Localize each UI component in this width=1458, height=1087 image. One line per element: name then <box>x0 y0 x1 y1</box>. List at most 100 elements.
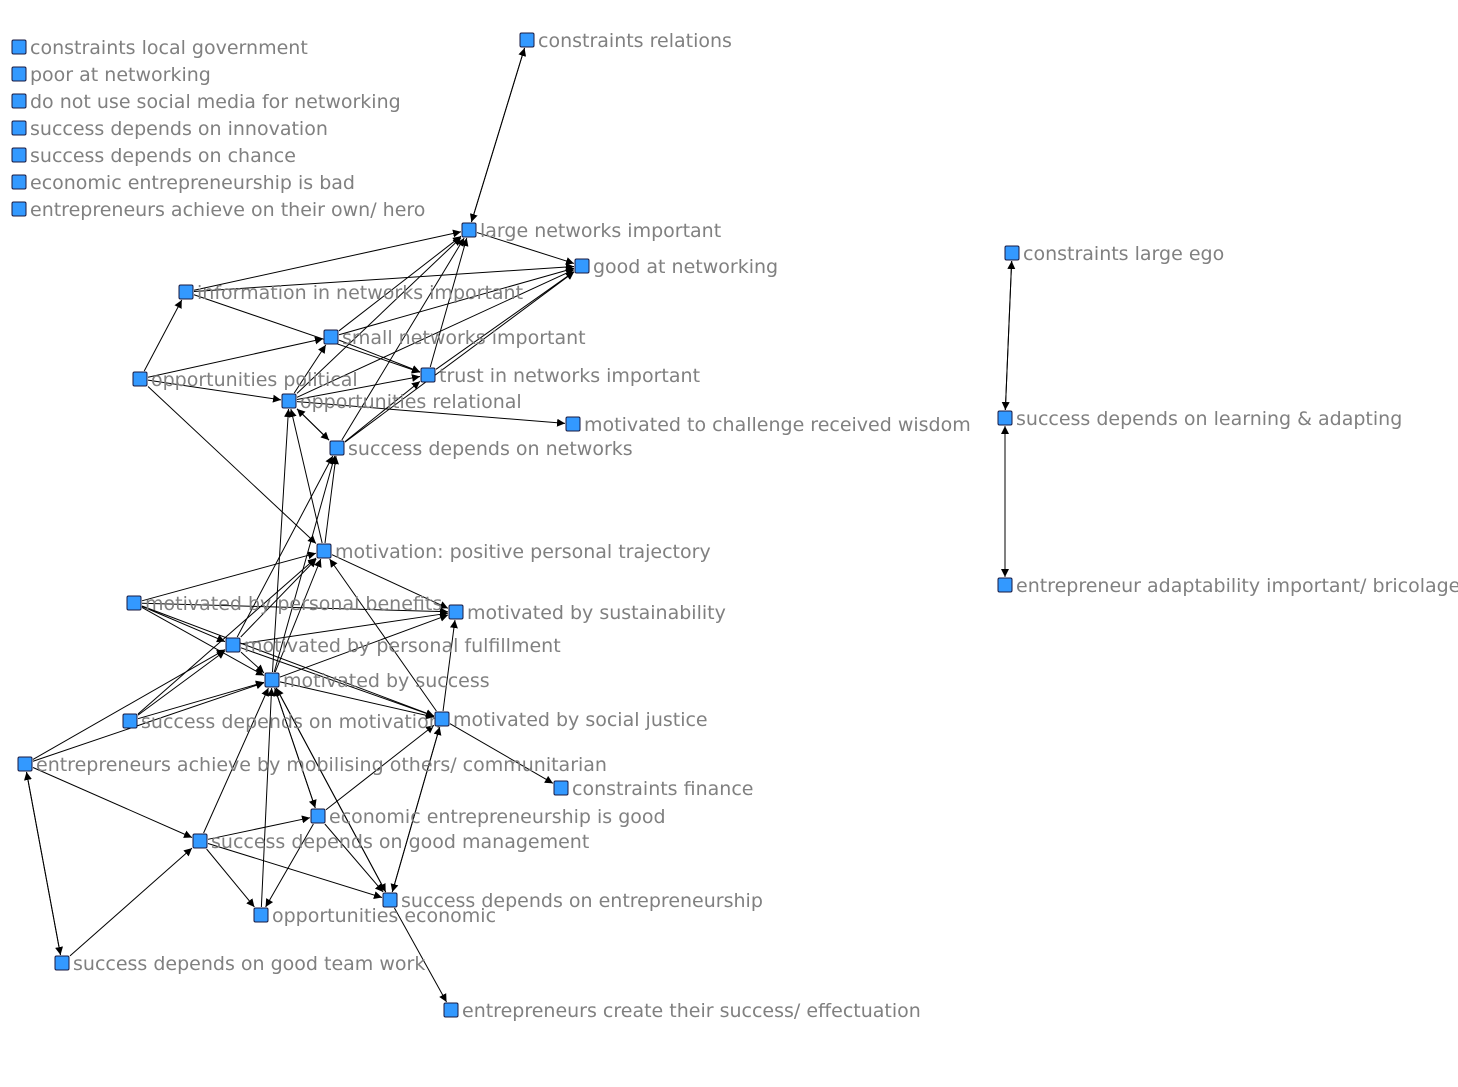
node-square-icon[interactable] <box>323 329 339 345</box>
node-square-icon[interactable] <box>382 892 398 908</box>
node-sde[interactable]: success depends on entrepreneurship <box>382 890 763 912</box>
node-mpt[interactable]: motivation: positive personal trajectory <box>316 541 711 563</box>
node-square-icon[interactable] <box>11 66 27 82</box>
edge-sdn-to-tni <box>344 381 421 442</box>
node-square-icon[interactable] <box>11 201 27 217</box>
node-square-icon[interactable] <box>329 440 345 456</box>
edge-tni-to-lni <box>429 237 469 368</box>
node-square-icon[interactable] <box>11 174 27 190</box>
node-mpf[interactable]: motivated by personal fulfillment <box>225 635 561 657</box>
node-mcr[interactable]: motivated to challenge received wisdom <box>565 414 971 436</box>
node-square-icon[interactable] <box>281 393 297 409</box>
node-gan[interactable]: good at networking <box>574 256 778 278</box>
node-sdi[interactable]: success depends on innovation <box>11 118 328 140</box>
node-sgm[interactable]: success depends on good management <box>192 831 589 853</box>
edge-msj-to-mpt <box>329 558 437 712</box>
node-label: entrepreneur adaptability important/ bri… <box>1016 575 1458 597</box>
node-eeg[interactable]: economic entrepreneurship is good <box>310 806 666 828</box>
node-pan[interactable]: poor at networking <box>11 64 211 86</box>
edge-msj-to-cf <box>449 723 554 784</box>
node-sni[interactable]: small networks important <box>323 327 586 349</box>
node-square-icon[interactable] <box>574 258 590 274</box>
node-square-icon[interactable] <box>11 93 27 109</box>
node-label: success depends on good management <box>211 831 589 853</box>
node-eah[interactable]: entrepreneurs achieve on their own/ hero <box>11 199 425 221</box>
node-square-icon[interactable] <box>553 780 569 796</box>
edge-lni-to-gan <box>476 232 575 265</box>
node-sdn[interactable]: success depends on networks <box>329 438 633 460</box>
node-square-icon[interactable] <box>54 955 70 971</box>
edge-or-to-gan <box>296 269 575 398</box>
node-square-icon[interactable] <box>192 833 208 849</box>
node-square-icon[interactable] <box>420 367 436 383</box>
node-eeb[interactable]: economic entrepreneurship is bad <box>11 172 355 194</box>
node-square-icon[interactable] <box>997 410 1013 426</box>
edge-sla-to-cle <box>1004 260 1016 411</box>
node-mpb[interactable]: motivated by personal benefits <box>126 593 442 615</box>
node-label: constraints local government <box>30 37 308 59</box>
edge-or-to-lni <box>296 237 462 394</box>
node-square-icon[interactable] <box>565 416 581 432</box>
node-square-icon[interactable] <box>264 672 280 688</box>
node-lni[interactable]: large networks important <box>461 220 721 242</box>
node-cf[interactable]: constraints finance <box>553 778 753 800</box>
edge-or-to-mcr <box>296 401 566 427</box>
node-op[interactable]: opportunities political <box>132 369 358 391</box>
node-label: motivated by personal fulfillment <box>244 635 561 657</box>
node-square-icon[interactable] <box>443 1002 459 1018</box>
edge-oe-to-msu <box>260 687 276 908</box>
node-square-icon[interactable] <box>11 39 27 55</box>
node-cle[interactable]: constraints large ego <box>1004 243 1224 265</box>
node-square-icon[interactable] <box>11 147 27 163</box>
edge-mpb-to-msu <box>141 607 265 676</box>
node-square-icon[interactable] <box>11 120 27 136</box>
node-label: opportunities economic <box>272 905 496 927</box>
node-ms[interactable]: motivated by sustainability <box>448 602 726 624</box>
node-ini[interactable]: information in networks important <box>178 282 523 304</box>
edge-mpf-to-msj <box>240 647 435 718</box>
node-sdc[interactable]: success depends on chance <box>11 145 296 167</box>
node-cr[interactable]: constraints relations <box>519 30 732 52</box>
edge-msu-to-msj <box>279 681 435 720</box>
edge-ini-to-lni <box>193 229 462 291</box>
node-clg[interactable]: constraints local government <box>11 37 308 59</box>
node-square-icon[interactable] <box>17 756 33 772</box>
node-square-icon[interactable] <box>225 637 241 653</box>
node-square-icon[interactable] <box>1004 245 1020 261</box>
node-msj[interactable]: motivated by social justice <box>434 709 708 731</box>
node-square-icon[interactable] <box>997 577 1013 593</box>
node-label: success depends on entrepreneurship <box>401 890 763 912</box>
edge-stw-to-sgm <box>69 847 193 957</box>
node-tni[interactable]: trust in networks important <box>420 365 700 387</box>
edge-eeg-to-msj <box>325 724 435 811</box>
node-ecs[interactable]: entrepreneurs create their success/ effe… <box>443 1000 921 1022</box>
node-sdm[interactable]: success depends on motivation <box>122 711 441 733</box>
node-label: motivated by personal benefits <box>145 593 442 615</box>
node-square-icon[interactable] <box>122 713 138 729</box>
node-msu[interactable]: motivated by success <box>264 670 490 692</box>
node-square-icon[interactable] <box>126 595 142 611</box>
node-sla[interactable]: success depends on learning & adapting <box>997 408 1402 430</box>
edge-mpb-to-msj <box>141 605 435 717</box>
node-square-icon[interactable] <box>461 222 477 238</box>
edge-sgm-to-msu <box>203 687 269 834</box>
node-label: good at networking <box>593 256 778 278</box>
node-or[interactable]: opportunities relational <box>281 391 522 413</box>
node-square-icon[interactable] <box>253 907 269 923</box>
node-square-icon[interactable] <box>519 32 535 48</box>
node-square-icon[interactable] <box>178 284 194 300</box>
node-label: opportunities relational <box>300 391 522 413</box>
edge-mpb-to-ms <box>141 602 449 616</box>
node-square-icon[interactable] <box>316 543 332 559</box>
node-stw[interactable]: success depends on good team work <box>54 953 425 975</box>
node-square-icon[interactable] <box>132 371 148 387</box>
node-square-icon[interactable] <box>448 604 464 620</box>
node-eab[interactable]: entrepreneur adaptability important/ bri… <box>997 575 1458 597</box>
edge-sni-to-gan <box>338 266 575 336</box>
node-square-icon[interactable] <box>434 711 450 727</box>
node-eam[interactable]: entrepreneurs achieve by mobilising othe… <box>17 754 607 776</box>
edge-sdm-to-mpt <box>137 557 317 715</box>
node-dnu[interactable]: do not use social media for networking <box>11 91 401 113</box>
node-square-icon[interactable] <box>310 808 326 824</box>
node-oe[interactable]: opportunities economic <box>253 905 496 927</box>
